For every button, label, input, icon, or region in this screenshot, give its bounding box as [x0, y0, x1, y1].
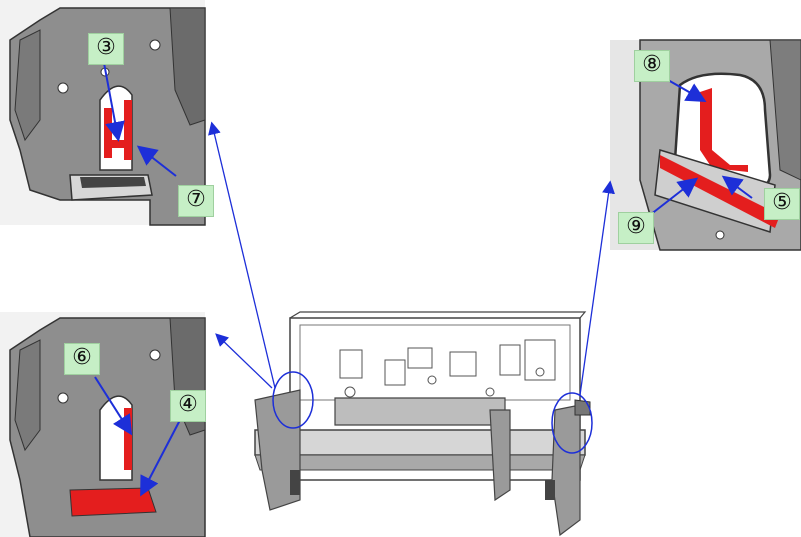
callout-6: ⑥ — [64, 343, 100, 375]
pointer-9 — [649, 177, 699, 216]
callout-8: ⑧ — [634, 50, 670, 82]
highlight-ellipse-right — [551, 392, 593, 454]
callout-9: ⑨ — [618, 212, 654, 244]
detail-panel-bottom-left — [0, 312, 206, 537]
leader-arrow-to-bottom-left — [215, 333, 273, 389]
leader-arrow-to-top-left — [208, 121, 276, 389]
main-frame-drawing — [254, 311, 591, 537]
highlight-ellipse-left — [272, 371, 314, 429]
pointer-4 — [140, 419, 181, 497]
leader-arrow-to-right — [579, 180, 615, 396]
callout-5: ⑤ — [764, 188, 800, 220]
callout-4: ④ — [170, 390, 206, 422]
callout-3: ③ — [88, 33, 124, 65]
callout-7: ⑦ — [178, 185, 214, 217]
pointer-8 — [667, 79, 707, 102]
pointer-3 — [103, 62, 125, 142]
pointer-7 — [136, 145, 177, 177]
pointer-5 — [721, 175, 753, 199]
pointer-6 — [94, 376, 133, 436]
